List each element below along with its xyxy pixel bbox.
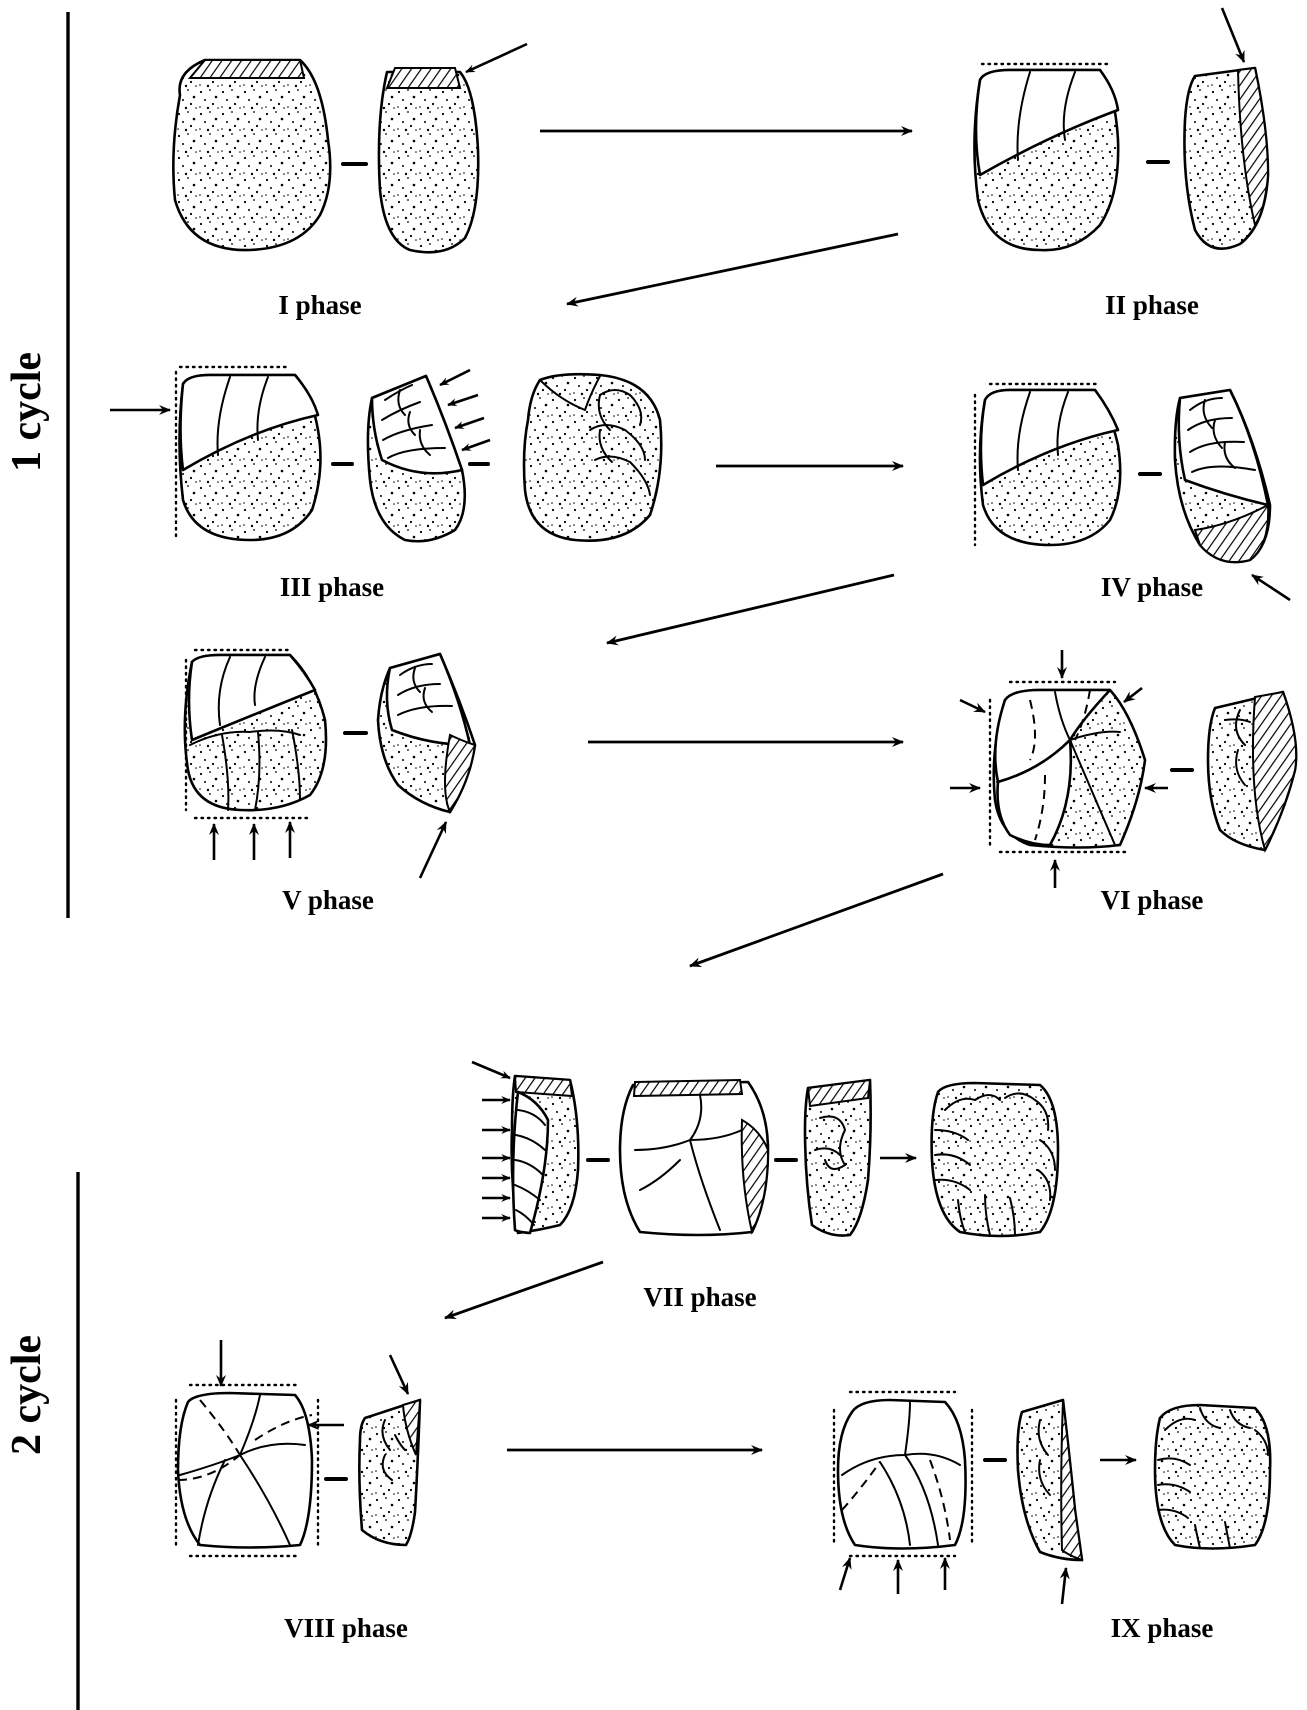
- flow-arrow-4-5: [607, 575, 894, 643]
- phase-9-drawing: [834, 1392, 1270, 1604]
- phase-4-label: IV phase: [1101, 572, 1203, 602]
- cycle-2-label: 2 cycle: [4, 1335, 50, 1455]
- phase-3-label: III phase: [280, 572, 384, 602]
- phase-6-drawing: [950, 650, 1296, 888]
- phase-7-drawing: [472, 1062, 1058, 1236]
- phase-1-label: I phase: [278, 290, 361, 320]
- phase-8-label: VIII phase: [284, 1613, 408, 1643]
- phase-3-drawing: [110, 367, 661, 541]
- phase-1-drawing: [173, 44, 527, 252]
- flow-arrow-2-3: [567, 234, 898, 304]
- phase-4-drawing: [975, 384, 1290, 600]
- phase-2-drawing: [974, 8, 1268, 250]
- cycle-1-label: 1 cycle: [4, 352, 50, 472]
- phase-6-label: VI phase: [1101, 885, 1204, 915]
- phase-2-label: II phase: [1105, 290, 1199, 320]
- flow-arrow-6-7: [690, 874, 943, 966]
- phase-8-drawing: [176, 1340, 420, 1556]
- phase-5-drawing: [185, 650, 475, 878]
- phase-5-label: V phase: [282, 885, 374, 915]
- phase-9-label: IX phase: [1111, 1613, 1214, 1643]
- phase-7-label: VII phase: [643, 1282, 756, 1312]
- flow-arrow-7-8: [445, 1262, 603, 1318]
